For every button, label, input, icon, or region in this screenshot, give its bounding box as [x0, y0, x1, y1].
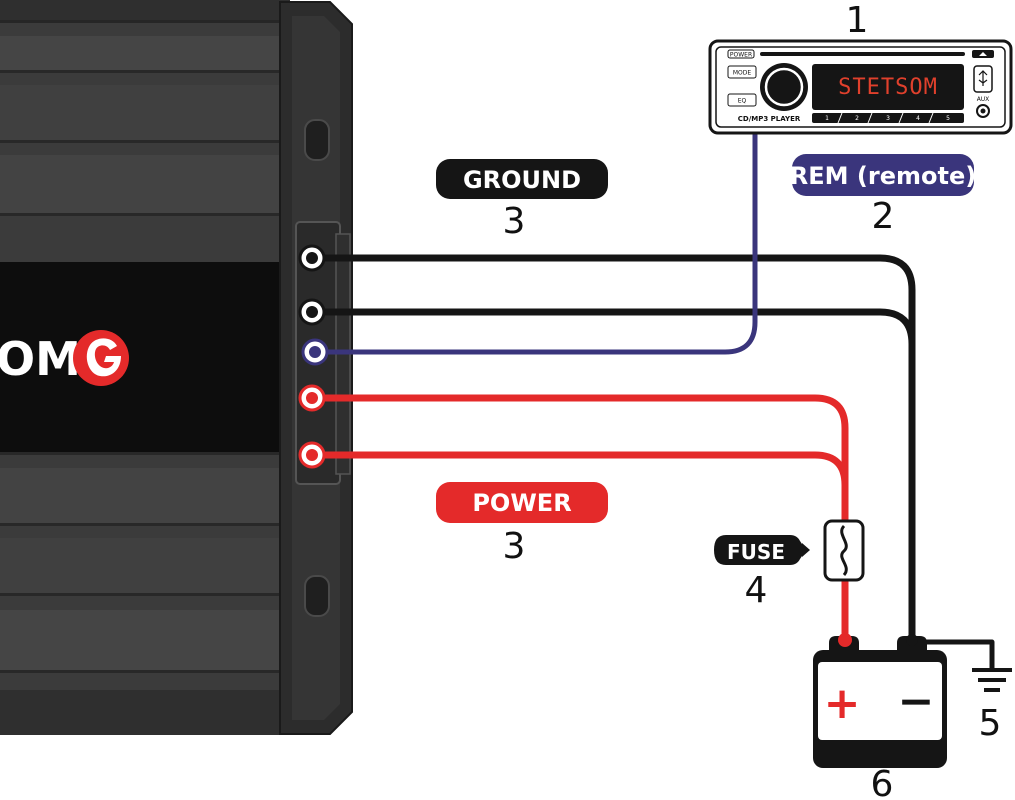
ground-label-number: 3: [503, 201, 526, 242]
model-label: CD/MP3 PLAYER: [738, 115, 801, 123]
fuse-label-text: FUSE: [727, 540, 785, 564]
preset-button-2: 2: [855, 115, 859, 122]
battery-positive-sign: +: [824, 678, 861, 729]
battery-negative-sign: −: [898, 676, 935, 727]
terminal-ground-2: [298, 298, 326, 326]
chassis-ground-wire: [909, 639, 995, 671]
ground-label: GROUND 3: [436, 159, 608, 242]
terminal-power-2: [298, 441, 326, 469]
power-wire-2: [308, 451, 849, 526]
battery-number: 6: [871, 764, 894, 800]
lcd-display: [812, 64, 964, 110]
preset-button-4: 4: [916, 115, 920, 122]
remote-label-text: REM (remote): [790, 162, 976, 190]
remote-label-number: 2: [872, 196, 895, 237]
chassis-ground-icon: 5: [972, 668, 1012, 744]
chassis-ground-number: 5: [979, 703, 1002, 744]
terminal-ground-1: [298, 244, 326, 272]
preset-button-1: 1: [825, 115, 829, 122]
eq-button-label: EQ: [738, 98, 747, 105]
power-button-label: POWER: [730, 52, 752, 59]
fuse-label: FUSE 4: [714, 535, 810, 611]
head-unit-number: 1: [846, 0, 869, 41]
fuse-icon: [823, 519, 865, 582]
wires: [308, 129, 995, 671]
preset-button-3: 3: [886, 115, 890, 122]
preset-button-5: 5: [946, 115, 950, 122]
head-unit: 1 POWER MODE EQ STETSOM AUX CD/MP3 PLAYE…: [708, 0, 1013, 135]
battery: + − 6: [813, 633, 947, 800]
ground-wire-1: [308, 254, 916, 644]
ground-label-text: GROUND: [463, 166, 581, 194]
mode-button-label: MODE: [733, 70, 752, 77]
power-label: POWER 3: [436, 482, 608, 567]
remote-label: REM (remote) 2: [790, 154, 976, 237]
ground-wire-2: [308, 308, 916, 644]
preset-buttons: 1 2 3 4 5: [812, 112, 964, 124]
brand-text: OM: [0, 332, 81, 386]
logo-band: [0, 262, 282, 452]
power-label-text: POWER: [472, 489, 571, 517]
lcd-display-text: STETSOM: [838, 75, 938, 100]
terminal-remote: [301, 338, 329, 366]
amplifier: OM: [0, 0, 353, 735]
aux-label: AUX: [977, 96, 990, 103]
brand-logo-icon: [73, 330, 129, 386]
terminal-power-1: [298, 384, 326, 412]
remote-wire: [312, 129, 758, 355]
fuse-label-number: 4: [745, 570, 768, 611]
amp-terminals: [298, 244, 329, 469]
power-wire-1: [308, 394, 849, 526]
power-label-number: 3: [503, 526, 526, 567]
